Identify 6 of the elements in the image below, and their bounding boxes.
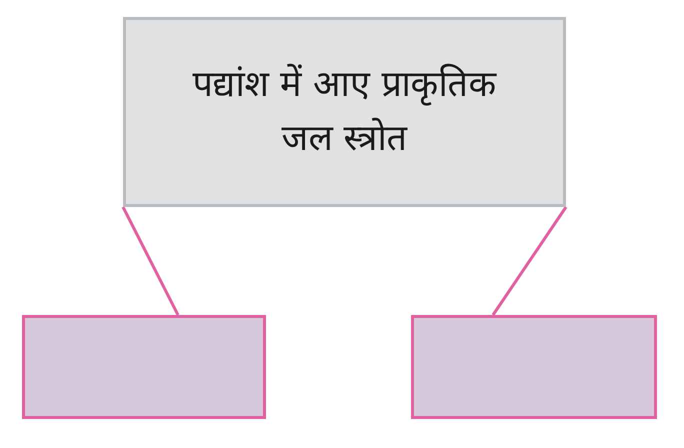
heading-box [123, 17, 566, 207]
connector-line [492, 206, 568, 316]
empty-box [22, 315, 266, 419]
connector-line [122, 206, 180, 316]
empty-box [411, 315, 657, 419]
box-text: पद्यांश में आए प्राकृतिक जल स्त्रोत [191, 62, 498, 161]
